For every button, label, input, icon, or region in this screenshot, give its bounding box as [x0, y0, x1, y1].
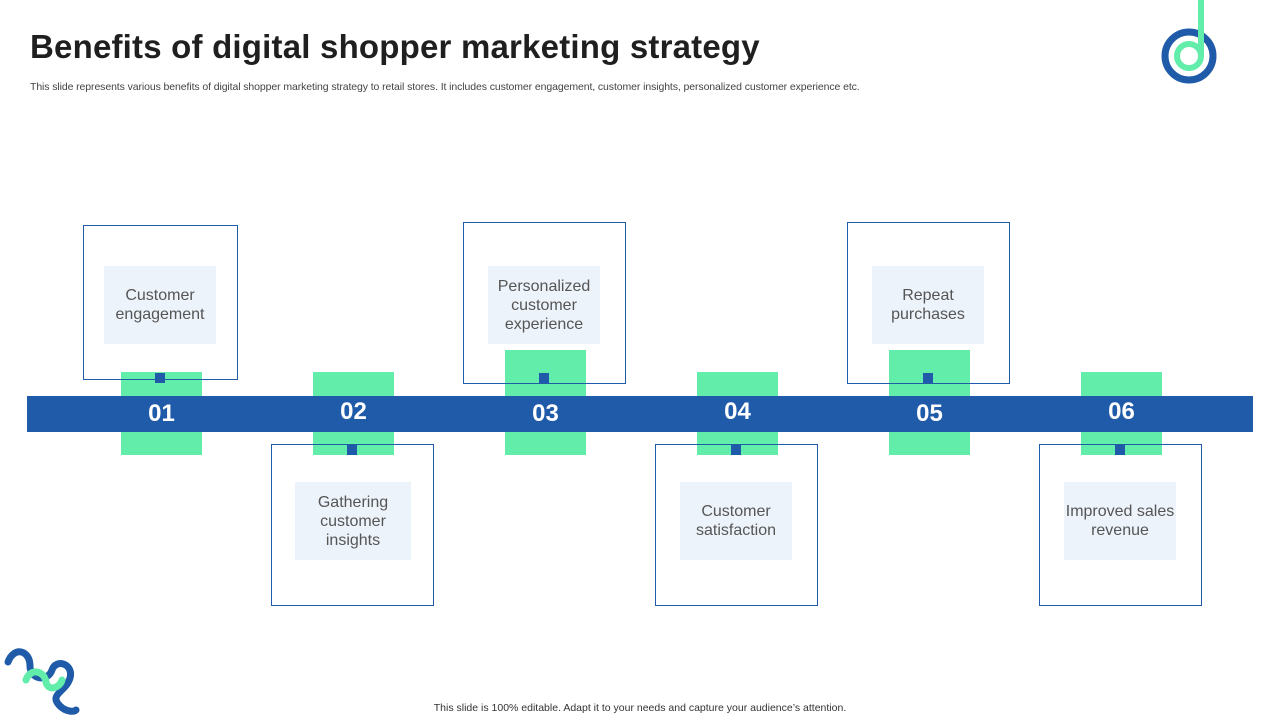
- step-2-marker: [347, 445, 357, 455]
- step-2-label: Gathering customer insights: [295, 482, 411, 560]
- page-title: Benefits of digital shopper marketing st…: [30, 28, 760, 65]
- footer-note: This slide is 100% editable. Adapt it to…: [433, 702, 847, 714]
- decorative-squiggle-icon: [4, 648, 80, 715]
- step-3-number: 03: [532, 400, 559, 427]
- step-4-label: Customer satisfaction: [680, 482, 792, 560]
- step-1-number: 01: [148, 400, 175, 427]
- step-3-marker: [539, 373, 549, 383]
- page-subtitle: This slide represents various benefits o…: [30, 81, 860, 93]
- step-5-frame: [847, 222, 1010, 384]
- step-1-label: Customer engagement: [104, 266, 216, 344]
- step-3-frame: [463, 222, 626, 384]
- step-2-number: 02: [340, 398, 367, 425]
- step-6-frame: [1039, 444, 1202, 606]
- step-4-frame: [655, 444, 818, 606]
- step-1-marker: [155, 373, 165, 383]
- step-4-number: 04: [724, 398, 751, 425]
- step-6-label: Improved sales revenue: [1064, 482, 1176, 560]
- step-5-marker: [923, 373, 933, 383]
- step-5-label: Repeat purchases: [872, 266, 984, 344]
- step-3-label: Personalized customer experience: [488, 266, 600, 344]
- step-2-frame: [271, 444, 434, 606]
- timeline-bar: [27, 396, 1253, 432]
- brand-swirl-logo-icon: [1161, 0, 1217, 84]
- step-5-number: 05: [916, 400, 943, 427]
- step-6-number: 06: [1108, 398, 1135, 425]
- step-6-marker: [1115, 445, 1125, 455]
- step-4-marker: [731, 445, 741, 455]
